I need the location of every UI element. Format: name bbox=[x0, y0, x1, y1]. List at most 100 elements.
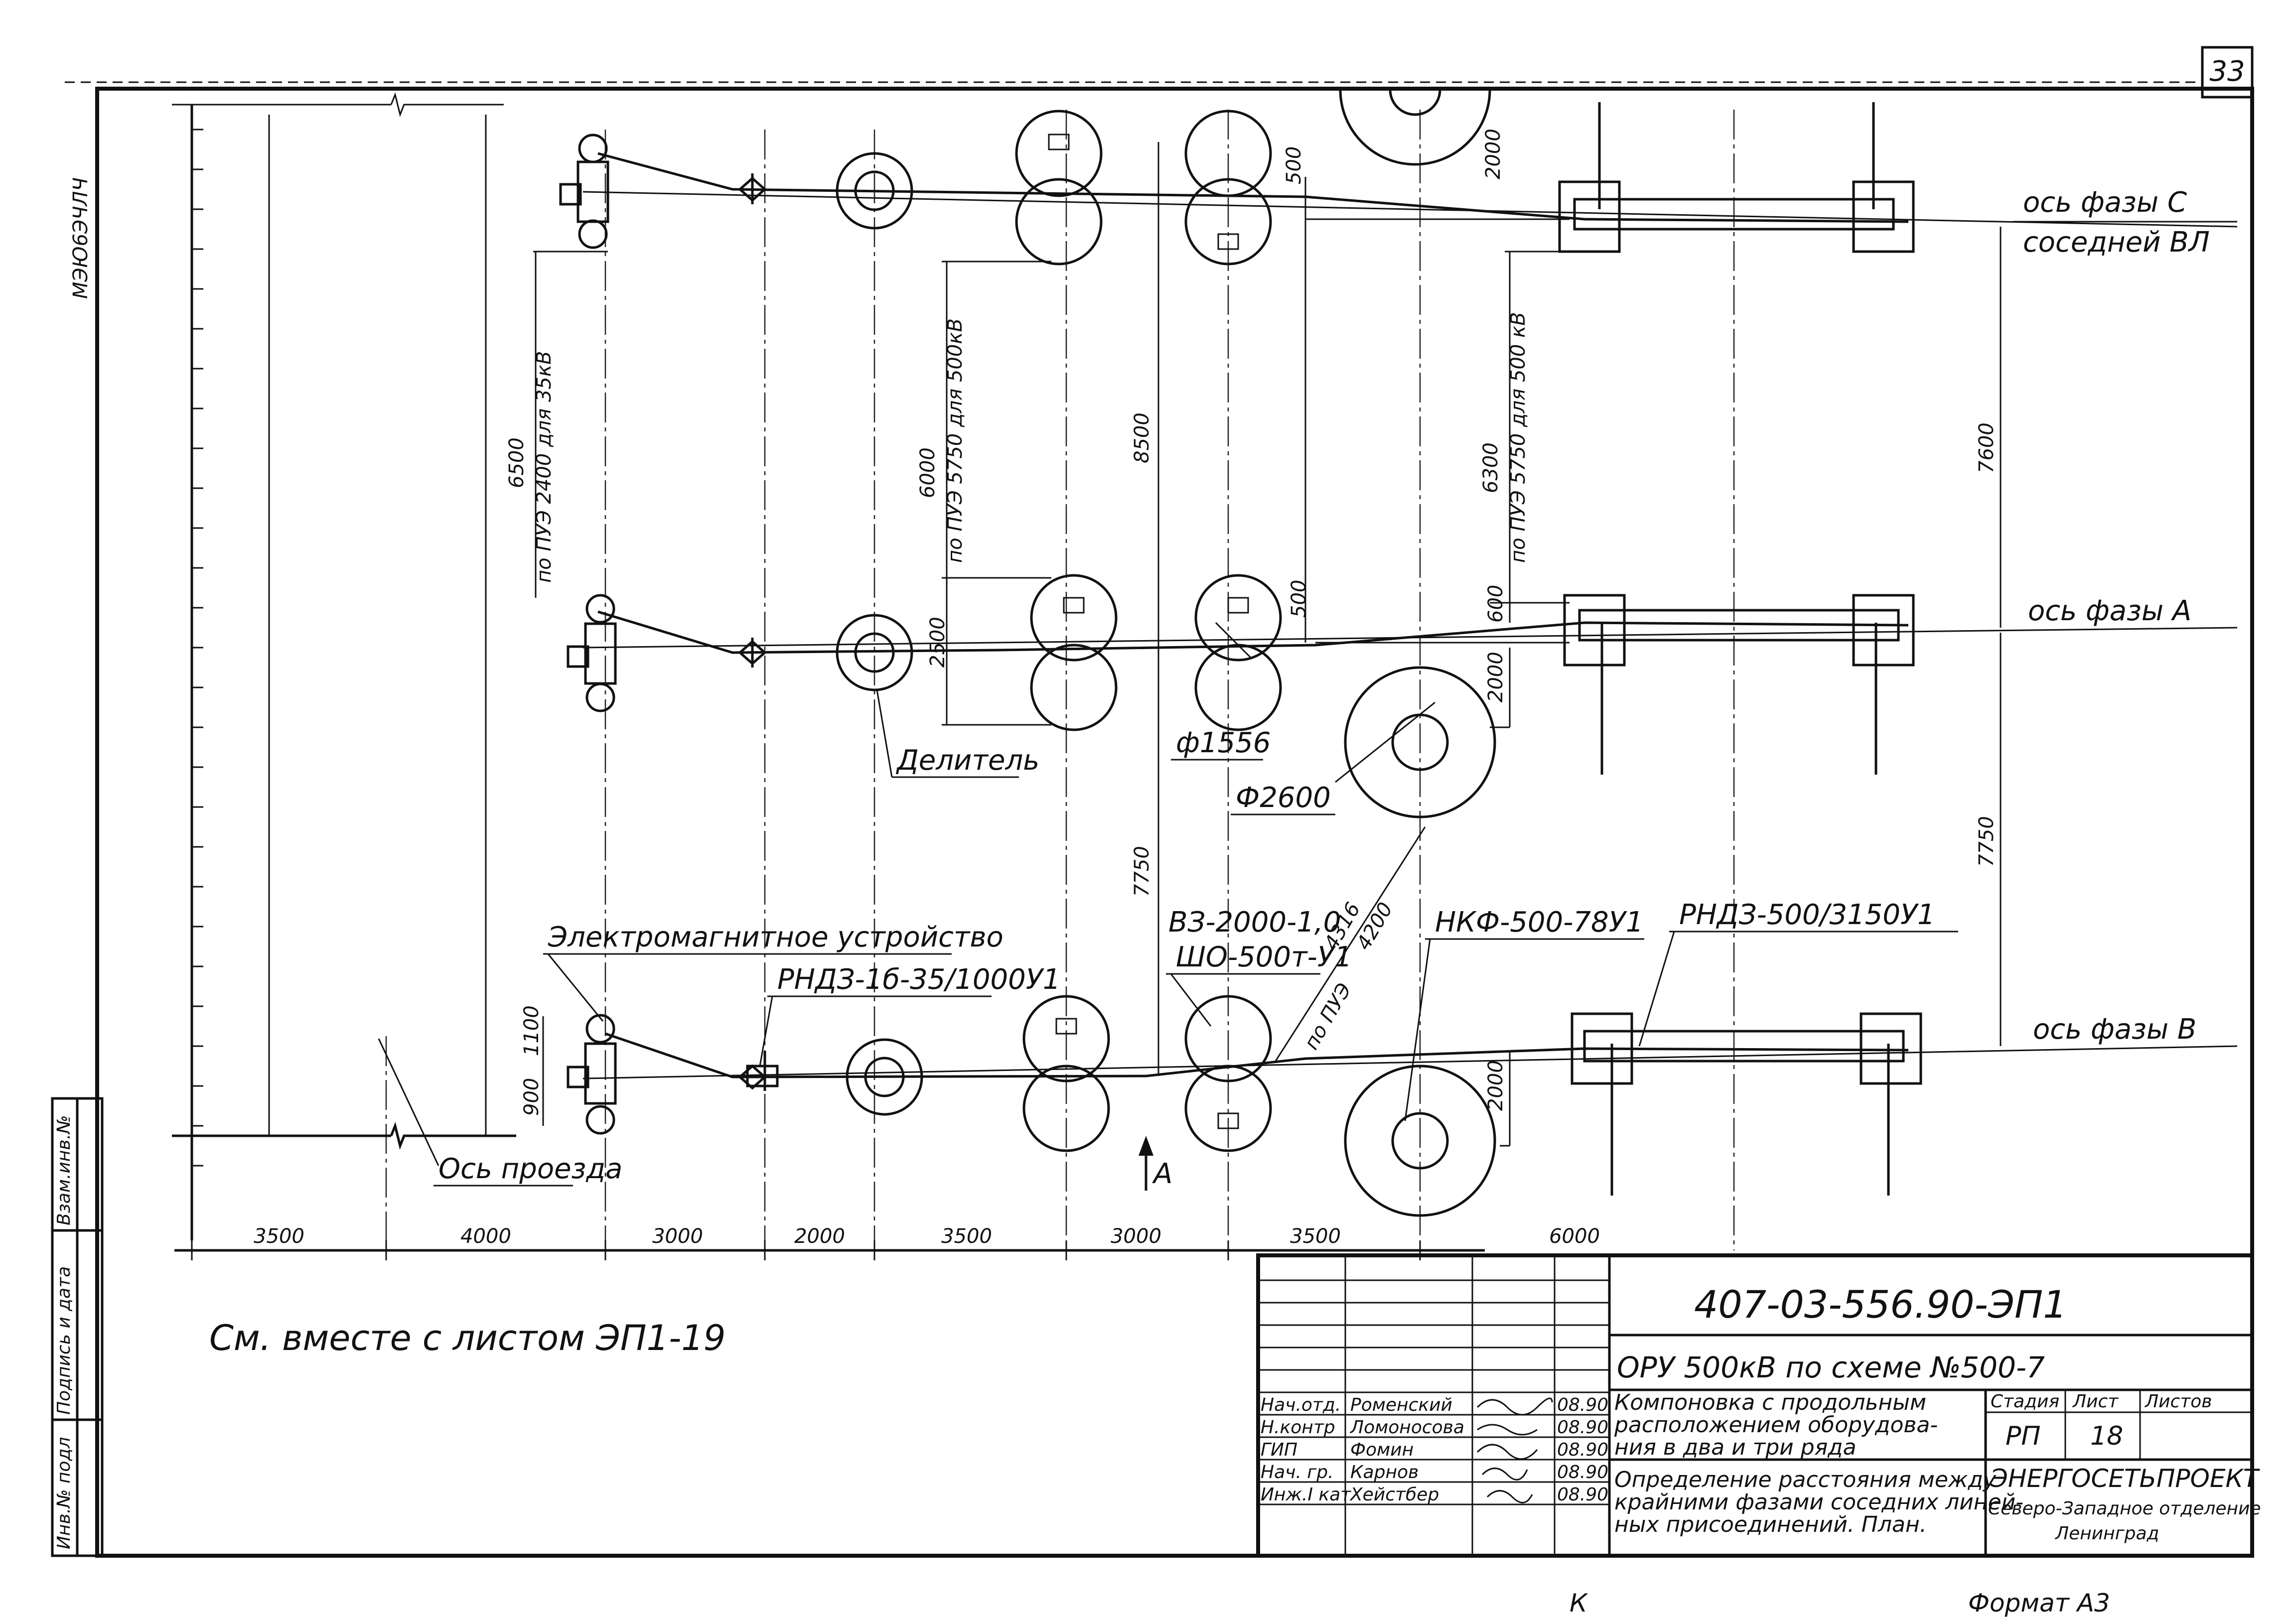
breakers-c bbox=[1015, 110, 1272, 266]
stamp-role-4: Инж.I кат bbox=[1261, 1484, 1351, 1505]
stamp-code: 407-03-556.90-ЭП1 bbox=[1694, 1282, 2067, 1327]
dim-2000-c: 2000 bbox=[1484, 1060, 1507, 1111]
bottom-fragment-1: К bbox=[1570, 1589, 1588, 1618]
dim-500-a: 500 bbox=[1283, 146, 1305, 184]
disconnector-35-c bbox=[738, 173, 767, 204]
stamp-name-4: Хейстбер bbox=[1349, 1484, 1439, 1505]
label-divider-leader bbox=[876, 689, 893, 778]
side-strip-vzam: Взам.инв.№ bbox=[54, 1115, 74, 1225]
side-strip-sign-date: Подпись и дата bbox=[54, 1266, 74, 1415]
stamp-stage: РП bbox=[2006, 1421, 2040, 1451]
disconnector-500-c bbox=[1558, 102, 1915, 253]
stamp-title1-line3: ния в два и три ряда bbox=[1614, 1435, 1857, 1460]
stamp-col-sheet: Лист bbox=[2072, 1391, 2119, 1412]
label-phi1556: ф1556 bbox=[1176, 727, 1271, 759]
stamp-col-sheets: Листов bbox=[2144, 1391, 2212, 1412]
label-sho: ШО-500т-У1 bbox=[1176, 941, 1352, 973]
cvt-b bbox=[1344, 1065, 1496, 1217]
side-code: МЭЮ6ЭЧЛЧ bbox=[69, 177, 92, 299]
stamp-title2-line1: Определение расстояния между bbox=[1614, 1467, 1997, 1492]
label-neighbor-line: соседней ВЛ bbox=[2023, 226, 2210, 259]
stamp-role-1: Н.контр bbox=[1261, 1417, 1335, 1438]
label-sho-leader bbox=[1170, 973, 1212, 1027]
stamp-role-2: ГИП bbox=[1261, 1440, 1297, 1460]
stamp-date-4: 08.90 bbox=[1557, 1484, 1608, 1505]
disconnector-500-b bbox=[1571, 1012, 1922, 1196]
stamp-name-1: Ломоносова bbox=[1349, 1417, 1464, 1438]
label-nkf-leader bbox=[1404, 939, 1431, 1121]
note-sheet: См. вместе с листом ЭП1-19 bbox=[209, 1318, 725, 1358]
drawing-frame bbox=[95, 87, 2254, 1558]
stamp-date-3: 08.90 bbox=[1557, 1462, 1608, 1483]
side-strip: Инв.№ подл Подпись и дата Взам.инв.№ bbox=[51, 1097, 104, 1557]
stamp-title1-line2: расположением оборудова- bbox=[1614, 1412, 1938, 1438]
sheet-number: 33 bbox=[2209, 55, 2245, 88]
side-strip-inv-orig: Инв.№ подл bbox=[54, 1437, 74, 1549]
stamp-name-0: Роменский bbox=[1350, 1395, 1452, 1415]
em-device-c bbox=[559, 134, 609, 249]
label-view-a: А bbox=[1152, 1158, 1172, 1190]
stamp-org-sub1: Северо-Западное отделение bbox=[1988, 1498, 2261, 1519]
label-em-device-leader bbox=[547, 953, 604, 1022]
divider-a bbox=[836, 614, 913, 691]
view-arrow-a bbox=[1139, 1136, 1153, 1191]
dim-bottom-4: 2000 bbox=[794, 1225, 845, 1248]
dim-2000-a: 2000 bbox=[1482, 129, 1505, 179]
breakers-b bbox=[1022, 995, 1272, 1152]
bottom-dimension bbox=[174, 1240, 1485, 1260]
label-phase-c: ось фазы С bbox=[2023, 186, 2187, 219]
dim-8500: 8500 bbox=[1131, 412, 1153, 463]
dim-7750-b: 7750 bbox=[1975, 816, 1998, 867]
label-rnd500-leader bbox=[1638, 931, 1675, 1047]
stamp-org: ЭНЕРГОСЕТЬПРОЕКТ bbox=[1990, 1464, 2260, 1493]
em-device-b bbox=[567, 1014, 617, 1135]
title-block bbox=[1256, 1253, 2254, 1558]
dim-bottom-6: 3000 bbox=[1111, 1225, 1161, 1248]
stamp-sheet: 18 bbox=[2090, 1421, 2123, 1451]
left-axis bbox=[190, 105, 203, 1240]
disconnector-35-b bbox=[738, 1051, 779, 1091]
dim-600: 600 bbox=[1484, 585, 1507, 623]
dim-6300: 6300 bbox=[1479, 442, 1502, 493]
dim-pue-diag: по ПУЭ bbox=[1300, 979, 1356, 1054]
dim-bottom-2: 4000 bbox=[460, 1225, 511, 1248]
phi2600-leader bbox=[1335, 701, 1435, 783]
disconnector-35-a bbox=[738, 638, 767, 668]
label-phase-a: ось фазы А bbox=[2028, 595, 2191, 627]
dim-bottom-5: 3500 bbox=[941, 1225, 992, 1248]
label-road-axis: Ось проезда bbox=[438, 1153, 622, 1185]
dim-bottom-7: 3500 bbox=[1290, 1225, 1341, 1248]
bottom-fragment-2: Формат А3 bbox=[1968, 1589, 2110, 1618]
diag-dimension bbox=[1275, 826, 1426, 1062]
dim-6300-note: по ПУЭ 5750 для 500 кВ bbox=[1507, 312, 1530, 563]
dim-6000-note: по ПУЭ 5750 для 500кВ bbox=[944, 318, 967, 563]
stamp-col-stage: Стадия bbox=[1991, 1391, 2059, 1412]
label-phase-b: ось фазы В bbox=[2033, 1013, 2196, 1046]
stamp-date-1: 08.90 bbox=[1557, 1417, 1608, 1438]
label-phi2600: Ф2600 bbox=[1236, 782, 1331, 814]
column-axes bbox=[191, 110, 1735, 1250]
label-nkf: НКФ-500-78У1 bbox=[1435, 906, 1643, 939]
dim-2500: 2500 bbox=[926, 617, 949, 668]
dim-bottom-1: 3500 bbox=[254, 1225, 304, 1248]
stamp-name-3: Карнов bbox=[1350, 1462, 1419, 1483]
stamp-role-3: Нач. гр. bbox=[1261, 1462, 1334, 1483]
dim-1100: 1100 bbox=[520, 1005, 543, 1056]
label-rnd35: РНДЗ-1б-35/1000У1 bbox=[777, 963, 1061, 996]
dim-6000: 6000 bbox=[916, 447, 939, 498]
dim-6500-note: по ПУЭ 2400 для 35кВ bbox=[533, 351, 556, 583]
dim-900: 900 bbox=[520, 1078, 543, 1116]
stamp-project: ОРУ 500кВ по схеме №500-7 bbox=[1617, 1350, 2045, 1384]
stamp-role-0: Нач.отд. bbox=[1261, 1395, 1341, 1415]
label-rnd35-leader bbox=[759, 996, 773, 1067]
stamp-name-2: Фомин bbox=[1350, 1440, 1414, 1460]
stamp-title1-line1: Компоновка с продольным bbox=[1614, 1390, 1926, 1415]
dim-2000-b: 2000 bbox=[1484, 652, 1507, 702]
dim-bottom-8: 6000 bbox=[1549, 1225, 1600, 1248]
dim-7750-a: 7750 bbox=[1131, 846, 1153, 897]
breakers-a bbox=[1030, 574, 1282, 731]
dim-500-b: 500 bbox=[1288, 580, 1310, 618]
dim-7600: 7600 bbox=[1975, 422, 1998, 473]
cvt-top bbox=[1339, 89, 1491, 166]
disconnector-500-a bbox=[1563, 594, 1915, 775]
